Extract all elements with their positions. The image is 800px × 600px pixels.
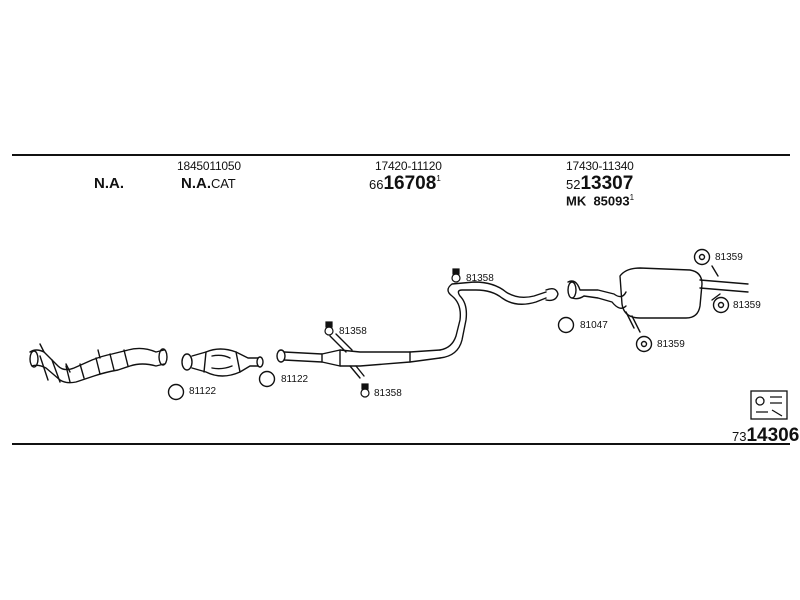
col4-mk: MK 850931	[566, 193, 635, 209]
footer-ref-prefix: 73	[732, 429, 747, 444]
rubber-mount-icon	[693, 248, 711, 266]
col3-ref-prefix: 66	[369, 177, 384, 192]
col3-part-number: 17420-11120	[375, 159, 442, 173]
col2-label-bold: N.A.	[181, 175, 211, 192]
col4-ref-prefix: 52	[566, 177, 581, 192]
bottom-rule	[12, 443, 790, 445]
rubber-mount-icon	[635, 335, 653, 353]
clamp-icon	[360, 383, 370, 398]
front-pipe-icon	[276, 333, 441, 379]
col2-label: N.A.CAT	[181, 175, 236, 192]
callout-ring-rear: 81047	[580, 320, 608, 331]
col3-ref-sup: 1	[436, 174, 441, 183]
mid-pipe-icon	[439, 281, 559, 359]
footer-ref-main: 14306	[746, 425, 800, 446]
gasket-ring-icon	[557, 316, 575, 334]
col3-ref-main: 16708	[383, 173, 437, 194]
col4-ref-main: 13307	[580, 173, 634, 194]
col4-reference: 5213307	[566, 174, 633, 193]
callout-gasket-b: 81122	[281, 374, 309, 385]
callout-clamp-front: 81358	[339, 326, 367, 337]
callout-mount-top: 81359	[715, 252, 743, 263]
callout-mount-bottom: 81359	[657, 339, 685, 350]
exhaust-manifold-icon	[29, 343, 168, 384]
catalytic-converter-icon	[181, 348, 264, 377]
col4-mk-sup: 1	[629, 193, 635, 202]
col4-mk-value: 85093	[593, 193, 630, 209]
rubber-mount-icon	[712, 296, 730, 314]
gasket-ring-icon	[167, 383, 185, 401]
top-rule	[12, 154, 790, 156]
col2-label-suffix: CAT	[211, 176, 236, 191]
clamp-icon	[324, 321, 334, 336]
col4-part-number: 17430-11340	[566, 159, 634, 173]
clamp-icon	[451, 268, 461, 283]
callout-mount-right: 81359	[733, 300, 761, 311]
col3-reference: 66167081	[369, 174, 441, 193]
col4-mk-label: MK	[566, 193, 587, 209]
callout-clamp-mid: 81358	[466, 273, 494, 284]
parts-kit-icon	[750, 390, 788, 420]
col1-label: N.A.	[94, 175, 124, 192]
callout-clamp-lower: 81358	[374, 388, 402, 399]
rear-muffler-icon	[567, 265, 749, 333]
footer-reference: 7314306	[732, 426, 799, 445]
callout-gasket-a: 81122	[189, 386, 217, 397]
gasket-ring-icon	[258, 370, 276, 388]
col2-part-number: 1845011050	[177, 159, 241, 173]
